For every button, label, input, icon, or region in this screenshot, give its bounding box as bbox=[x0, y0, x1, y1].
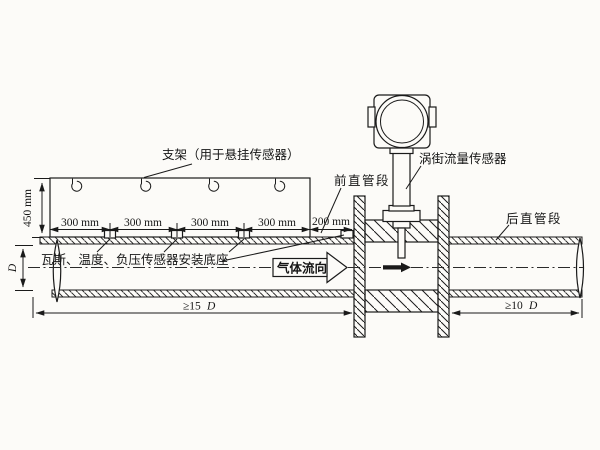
pipe-break-right bbox=[575, 237, 585, 299]
dim-300-label-4: 300 mm bbox=[258, 217, 296, 229]
mount-bases-label: 瓦斯、温度、负压传感器安装底座 bbox=[41, 252, 229, 267]
hanging-hook bbox=[274, 178, 286, 192]
bracket-label: 支架（用于悬挂传感器） bbox=[162, 147, 300, 162]
dim-15d-symbol: D bbox=[206, 301, 216, 313]
flow-direction-arrowhead bbox=[326, 251, 348, 284]
sensor-probe bbox=[397, 227, 406, 259]
text-labels: 支架（用于悬挂传感器） 涡街流量传感器 前直管段 后直管段 瓦斯、温度、负压传感… bbox=[41, 147, 562, 267]
dim-pipe-diameter: D bbox=[7, 245, 33, 291]
hanging-hook bbox=[71, 178, 83, 192]
vortex-sensor-label: 涡街流量传感器 bbox=[419, 151, 507, 166]
dim-downstream-10d: ≥10 D bbox=[451, 299, 583, 318]
pipe-downstream bbox=[448, 236, 583, 298]
sensor-head-inner-ring bbox=[380, 99, 424, 144]
dim-upstream-15d: ≥15 D bbox=[32, 297, 353, 318]
sensor-head-lug-right bbox=[428, 106, 437, 128]
gas-flow-callout: 气体流向 bbox=[272, 251, 348, 284]
sensor-head-outer-ring bbox=[375, 94, 429, 149]
hanging-hook bbox=[140, 178, 152, 192]
leader-lines bbox=[96, 163, 510, 262]
dim-300-label-1: 300 mm bbox=[61, 217, 99, 229]
sensor-stem bbox=[392, 152, 411, 207]
dim-diameter-label: D bbox=[7, 263, 19, 273]
dim-boss-spacing-chain: 300 mm 300 mm 300 mm 300 mm 200 mm bbox=[49, 216, 353, 237]
dim-15d-value: ≥15 bbox=[183, 301, 201, 313]
pipe-break-left bbox=[52, 239, 62, 303]
front-straight-pipe-label: 前直管段 bbox=[334, 173, 390, 188]
dim-300-label-3: 300 mm bbox=[191, 217, 229, 229]
flange-right bbox=[437, 195, 450, 338]
flange-left bbox=[353, 195, 366, 338]
gas-flow-label: 气体流向 bbox=[276, 261, 327, 276]
dim-10d-value: ≥10 bbox=[505, 300, 523, 312]
mount-boss bbox=[340, 229, 354, 239]
sensor-head-lug-left bbox=[367, 106, 376, 128]
rear-straight-pipe-label: 后直管段 bbox=[506, 211, 562, 226]
dim-10d-symbol: D bbox=[528, 300, 538, 312]
vortex-sensor-assembly bbox=[367, 94, 437, 259]
dim-bracket-height: 450 mm bbox=[22, 178, 50, 238]
hanging-hook bbox=[208, 178, 220, 192]
flow-arrow bbox=[383, 262, 411, 273]
dim-200-label: 200 mm bbox=[312, 216, 350, 228]
dim-450-label: 450 mm bbox=[22, 189, 34, 227]
sensor-base-plate bbox=[382, 209, 421, 223]
dim-300-label-2: 300 mm bbox=[124, 217, 162, 229]
